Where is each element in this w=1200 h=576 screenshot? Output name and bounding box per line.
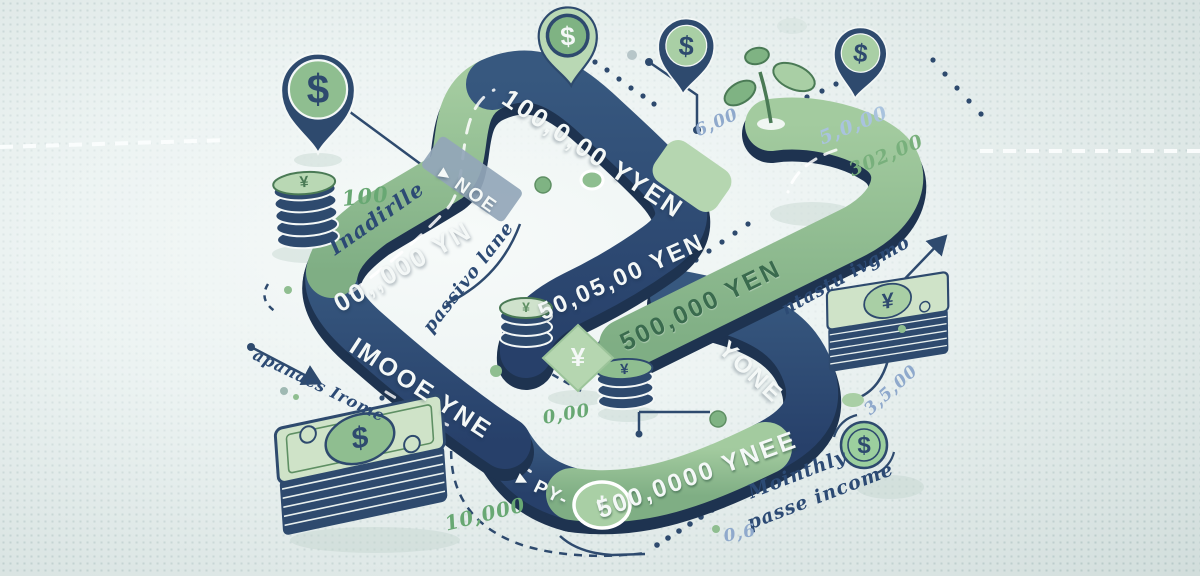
dollar-pin-top1: $ [537,6,598,89]
coin-stack-left-icon: ¥ [272,170,340,250]
cross-badge: † [572,480,632,530]
coin-stack-mid-icon: ¥ [499,297,553,348]
road-ornaments [280,50,906,533]
road-main [302,50,711,481]
dollar-glyph: $ [857,432,871,459]
connector-lines [250,20,948,558]
dollar-pin-topleft: $ [279,52,357,156]
money-stack-left-icon: $ [273,393,448,535]
dollar-glyph: $ [351,420,370,457]
yen-glyph: ¥ [299,174,309,192]
coin-stack-right-icon: ¥ [595,357,655,411]
dollar-glyph: $ [559,21,576,52]
dollar-glyph: $ [678,30,695,62]
dollar-pin-top2: $ [657,17,716,96]
yen-glyph: ¥ [522,299,530,315]
dollar-glyph: $ [307,66,329,112]
noe-band-shape [422,136,522,222]
plant-sprout-icon [723,46,816,130]
yen-glyph: ¥ [620,361,630,378]
bend-patch [652,140,732,212]
cross-glyph: † [595,492,608,519]
dashed-guide-lines [0,138,1200,153]
yen-glyph: ¥ [571,342,586,372]
road-right [596,97,927,383]
dollar-coin-icon: $ [832,413,896,474]
yen-glyph: ¥ [881,287,893,314]
dollar-glyph: $ [852,39,870,69]
dollar-pin-topright: $ [833,26,888,101]
money-stack-right-icon: ¥ [825,271,950,372]
yen-diamond-sign: ¥ [541,323,615,393]
